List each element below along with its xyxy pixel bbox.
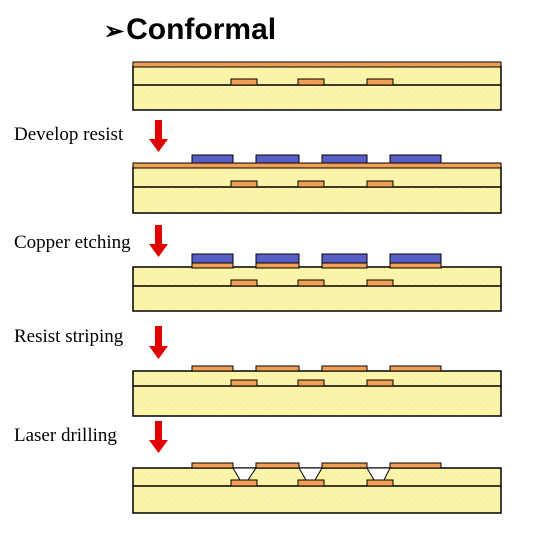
inner-copper-pad <box>366 180 394 188</box>
copper-trace <box>321 262 368 269</box>
step-label-laser-drilling: Laser drilling <box>14 425 117 446</box>
stage-copper-etching <box>132 253 502 312</box>
inner-copper-pad <box>366 78 394 86</box>
arrow-down-icon <box>149 421 168 453</box>
step-label-copper-etching: Copper etching <box>14 232 131 253</box>
laser-via <box>232 467 257 481</box>
copper-trace <box>389 262 442 269</box>
inner-copper-pad <box>366 379 394 387</box>
inner-copper-pad <box>230 78 258 86</box>
title-bullet: ➢ <box>104 18 125 45</box>
resist-block <box>191 154 234 164</box>
copper-trace <box>321 365 368 372</box>
title-text: Conformal <box>126 13 277 46</box>
inner-copper-pad <box>230 180 258 188</box>
copper-trace <box>191 262 234 269</box>
copper-trace <box>191 365 234 372</box>
copper-trace <box>255 262 300 269</box>
laser-via <box>298 467 323 481</box>
substrate <box>132 166 502 214</box>
inner-copper-pad <box>297 279 325 287</box>
resist-block <box>321 154 368 164</box>
resist-block <box>389 253 442 264</box>
inner-copper-pad <box>366 479 394 487</box>
substrate <box>132 370 502 417</box>
copper-trace <box>389 365 442 372</box>
arrow-down-icon <box>149 326 168 359</box>
inner-copper-pad <box>297 379 325 387</box>
resist-block <box>255 253 300 264</box>
stage-initial <box>132 61 502 111</box>
stage-resist-striping <box>132 365 502 417</box>
resist-block <box>321 253 368 264</box>
stage-laser-drilling <box>132 462 502 514</box>
copper-trace <box>255 365 300 372</box>
copper-trace <box>255 462 300 469</box>
arrow-down-icon <box>149 120 168 152</box>
inner-copper-pad <box>297 78 325 86</box>
diagram-title: ➢Conformal <box>104 12 276 50</box>
copper-trace <box>191 462 234 469</box>
top-copper-foil <box>132 61 502 68</box>
arrow-down-icon <box>149 225 168 257</box>
copper-trace <box>321 462 368 469</box>
resist-block <box>191 253 234 264</box>
stage-develop-resist <box>132 154 502 214</box>
inner-copper-pad <box>230 279 258 287</box>
inner-copper-pad <box>297 180 325 188</box>
inner-copper-pad <box>297 479 325 487</box>
inner-copper-pad <box>230 479 258 487</box>
copper-trace <box>389 462 442 469</box>
resist-block <box>255 154 300 164</box>
resist-block <box>389 154 442 164</box>
substrate <box>132 65 502 111</box>
step-label-resist-striping: Resist striping <box>14 326 124 347</box>
inner-copper-pad <box>366 279 394 287</box>
inner-copper-pad <box>230 379 258 387</box>
substrate <box>132 266 502 312</box>
step-label-develop-resist: Develop resist <box>14 124 124 145</box>
top-copper-foil <box>132 162 502 169</box>
laser-via <box>366 467 391 481</box>
